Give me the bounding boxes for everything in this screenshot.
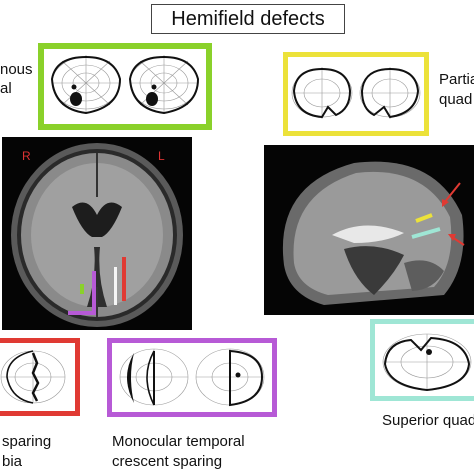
axial-right-label: R	[22, 149, 31, 163]
label-bottom-left-1: sparing	[2, 433, 52, 450]
label-bottom-mid-1: Monocular temporal	[112, 433, 245, 450]
label-top-left-1: nous	[0, 61, 33, 78]
visual-field-superior-quad-plot	[382, 333, 472, 392]
title-box: Hemifield defects	[151, 4, 345, 34]
sagittal-mri-image	[264, 145, 474, 315]
visual-field-purple-frame	[107, 338, 277, 417]
label-bottom-left-2: bia	[2, 453, 23, 470]
label-top-right-2: quad	[439, 91, 473, 108]
visual-field-teal-frame	[370, 319, 474, 401]
label-bottom-right: Superior quad	[382, 412, 474, 429]
visual-field-partial-quad-plot	[291, 67, 421, 119]
visual-field-green-frame	[38, 43, 212, 130]
axial-left-label: L	[158, 149, 165, 163]
label-bottom-mid-2: crescent sparing	[112, 453, 223, 470]
label-top-left-2: al	[0, 80, 12, 97]
axial-mri-image: R L	[2, 137, 192, 330]
visual-field-red-frame	[0, 338, 80, 416]
visual-field-homonymous-plot	[50, 55, 200, 115]
figure-title: Hemifield defects	[171, 7, 325, 30]
visual-field-yellow-frame	[283, 52, 429, 136]
visual-field-crescent-plot	[119, 348, 265, 407]
visual-field-sparing-plot	[0, 350, 66, 404]
label-top-right-1: Partia	[439, 71, 474, 88]
